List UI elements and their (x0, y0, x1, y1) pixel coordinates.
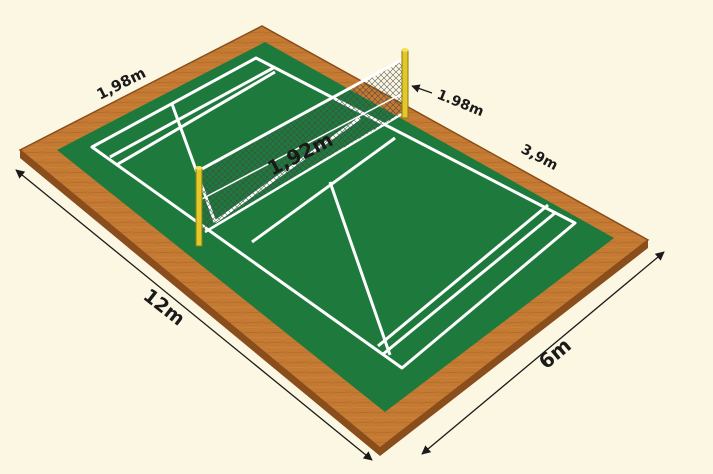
length-arrow (15, 169, 373, 461)
net-post-height-label: 1.98m (435, 87, 487, 120)
net-top-tape (199, 56, 406, 172)
net-height-pointer (411, 84, 433, 94)
net-post-left (195, 166, 203, 247)
side-measure-label: 3,9m (518, 141, 560, 174)
width-label: 6m (534, 333, 576, 374)
net-post-right (401, 48, 409, 119)
width-arrow (421, 251, 665, 455)
